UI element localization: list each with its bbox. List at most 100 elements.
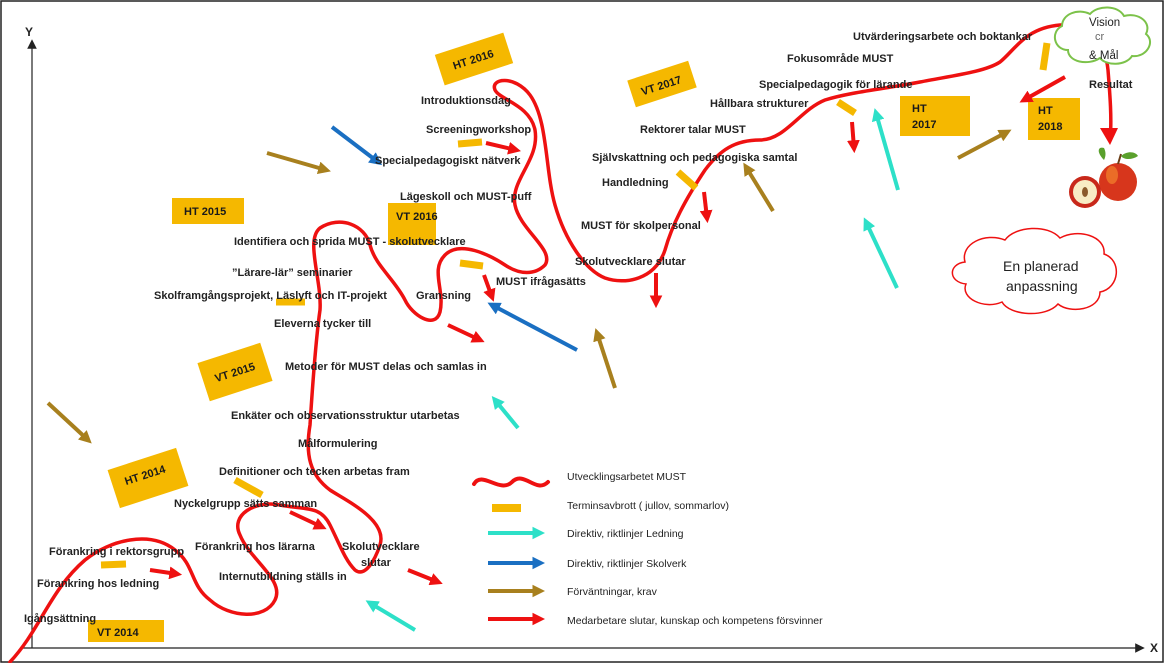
legend-swatch-path xyxy=(472,476,550,488)
staff-loss-arrow xyxy=(482,274,496,302)
milestone-label: Gransning xyxy=(416,290,471,302)
adjustment-cloud: En planerad anpassning xyxy=(951,227,1118,315)
milestone-label: Igångsättning xyxy=(24,613,96,625)
milestone-label: ”Lärare-lär” seminarier xyxy=(232,267,353,279)
milestone-label: Självskattning och pedagogiska samtal xyxy=(592,152,797,164)
staff-loss-arrow xyxy=(289,510,327,530)
milestone-label: Förankring i rektorsgrupp xyxy=(49,546,184,558)
expectation-arrow xyxy=(46,401,92,444)
term-tag-ht2018 xyxy=(1028,98,1080,140)
legend-label: Terminsavbrott ( jullov, sommarlov) xyxy=(567,500,729,512)
milestone-label: Introduktionsdag xyxy=(421,95,511,107)
agency-arrows xyxy=(330,125,578,352)
milestone-label: Internutbildning ställs in xyxy=(219,571,347,583)
path-end-arrowhead xyxy=(1100,128,1118,145)
milestone-label: Rektorer talar MUST xyxy=(640,124,746,136)
milestone-label: Screeningworkshop xyxy=(426,124,531,136)
term-tag-ht2017-year: 2017 xyxy=(912,119,936,131)
milestone-label: Definitioner och tecken arbetas fram xyxy=(219,466,410,478)
agency-arrow xyxy=(330,125,383,166)
milestone-label: Specialpedagogik för lärande xyxy=(759,79,912,91)
expectation-arrow xyxy=(957,129,1012,160)
milestone-label: Specialpedagogiskt nätverk xyxy=(375,155,521,167)
leadership-arrow xyxy=(871,108,900,191)
milestone-label: Målformulering xyxy=(298,438,377,450)
staff-loss-arrow xyxy=(407,568,443,586)
term-tag-vt2015 xyxy=(197,342,273,402)
milestone-label: Lägeskoll och MUST-puff xyxy=(400,191,532,203)
milestone-label: Handledning xyxy=(602,177,669,189)
term-tag-vt2014-label: VT 2014 xyxy=(97,627,139,639)
vision-label-fragment: cr xyxy=(1095,31,1105,43)
milestone-label: Enkäter och observationsstruktur utarbet… xyxy=(231,410,460,422)
term-tag-ht2016 xyxy=(434,32,514,86)
term-tag-ht2017-label: HT xyxy=(912,103,927,115)
leadership-arrow xyxy=(365,600,417,632)
milestone-label: Hållbara strukturer xyxy=(710,98,809,110)
milestone-label: Skolutvecklare xyxy=(342,541,420,553)
milestone-label: MUST ifrågasätts xyxy=(496,276,586,288)
staff-loss-arrow xyxy=(447,323,485,343)
expectation-arrows xyxy=(46,129,1012,444)
term-tag-vt2016-label: VT 2016 xyxy=(396,211,438,223)
legend-label: Medarbetare slutar, kunskap och kompeten… xyxy=(567,615,823,627)
expectation-arrow xyxy=(266,151,331,175)
milestone-labels: Igångsättning Förankring hos ledning För… xyxy=(24,31,1033,625)
staff-loss-arrow xyxy=(699,191,713,224)
break-mark xyxy=(100,560,127,569)
leadership-arrows xyxy=(365,108,900,632)
vision-label: Vision xyxy=(1089,17,1120,29)
expectation-arrow xyxy=(743,162,775,213)
milestone-label: slutar xyxy=(361,557,392,569)
leadership-arrow xyxy=(863,217,899,289)
expectation-arrow xyxy=(593,328,617,389)
staff-loss-arrow xyxy=(1019,75,1066,103)
term-tag-ht2014 xyxy=(107,447,189,509)
apple-icon xyxy=(1069,147,1138,208)
term-tag-ht2015 xyxy=(172,198,244,224)
legend-label: Förväntningar, krav xyxy=(567,586,658,598)
legend: Utvecklingsarbetet MUST Terminsavbrott (… xyxy=(472,471,823,627)
legend-label: Utvecklingsarbetet MUST xyxy=(567,471,687,483)
break-mark xyxy=(1039,42,1051,71)
agency-arrow xyxy=(487,302,578,352)
x-axis-label: X xyxy=(1150,641,1158,655)
milestone-label: Utvärderingsarbete och boktankar xyxy=(853,31,1033,43)
break-mark xyxy=(457,138,483,148)
staff-loss-arrows xyxy=(149,75,1066,586)
milestone-label: Eleverna tycker till xyxy=(274,318,371,330)
staff-loss-arrow xyxy=(485,141,521,155)
break-mark xyxy=(459,259,484,270)
term-break-marks xyxy=(100,42,1051,569)
legend-label: Direktiv, riktlinjer Ledning xyxy=(567,528,684,540)
term-tag-ht2015-label: HT 2015 xyxy=(184,206,226,218)
vision-cloud-shape xyxy=(1053,6,1151,65)
goal-label: & Mål xyxy=(1089,50,1118,62)
term-tag-ht2018-year: 2018 xyxy=(1038,121,1062,133)
milestone-label: Skolutvecklare slutar xyxy=(575,256,686,268)
break-mark xyxy=(233,476,264,499)
milestone-label: Skolframgångsprojekt, Läslyft och IT-pro… xyxy=(154,290,387,302)
adjustment-cloud-line2: anpassning xyxy=(1006,278,1078,294)
vision-cloud: Vision cr & Mål xyxy=(1053,6,1151,65)
milestone-label: Metoder för MUST delas och samlas in xyxy=(285,361,487,373)
result-label: Resultat xyxy=(1089,79,1133,91)
must-development-path xyxy=(8,23,1113,663)
adjustment-cloud-line1: En planerad xyxy=(1003,258,1079,274)
adjustment-cloud-shape xyxy=(951,227,1118,315)
term-tag-vt2014 xyxy=(88,620,164,642)
term-tag-ht2018-label: HT xyxy=(1038,105,1053,117)
milestone-label: Fokusområde MUST xyxy=(787,53,894,65)
y-axis-label: Y xyxy=(25,25,33,39)
milestone-label: Identifiera och sprida MUST - skolutveck… xyxy=(234,236,466,248)
break-mark xyxy=(836,99,857,116)
term-tags: VT 2014 HT 2014 VT 2015 HT 2015 VT 2016 … xyxy=(88,32,1080,642)
term-tag-vt2016 xyxy=(388,203,436,245)
milestone-label: Förankring hos lärarna xyxy=(195,541,316,553)
milestone-label: Förankring hos ledning xyxy=(37,578,159,590)
legend-label: Direktiv, riktlinjer Skolverk xyxy=(567,558,687,570)
term-tag-ht2017 xyxy=(900,96,970,136)
milestone-label: MUST för skolpersonal xyxy=(581,220,701,232)
